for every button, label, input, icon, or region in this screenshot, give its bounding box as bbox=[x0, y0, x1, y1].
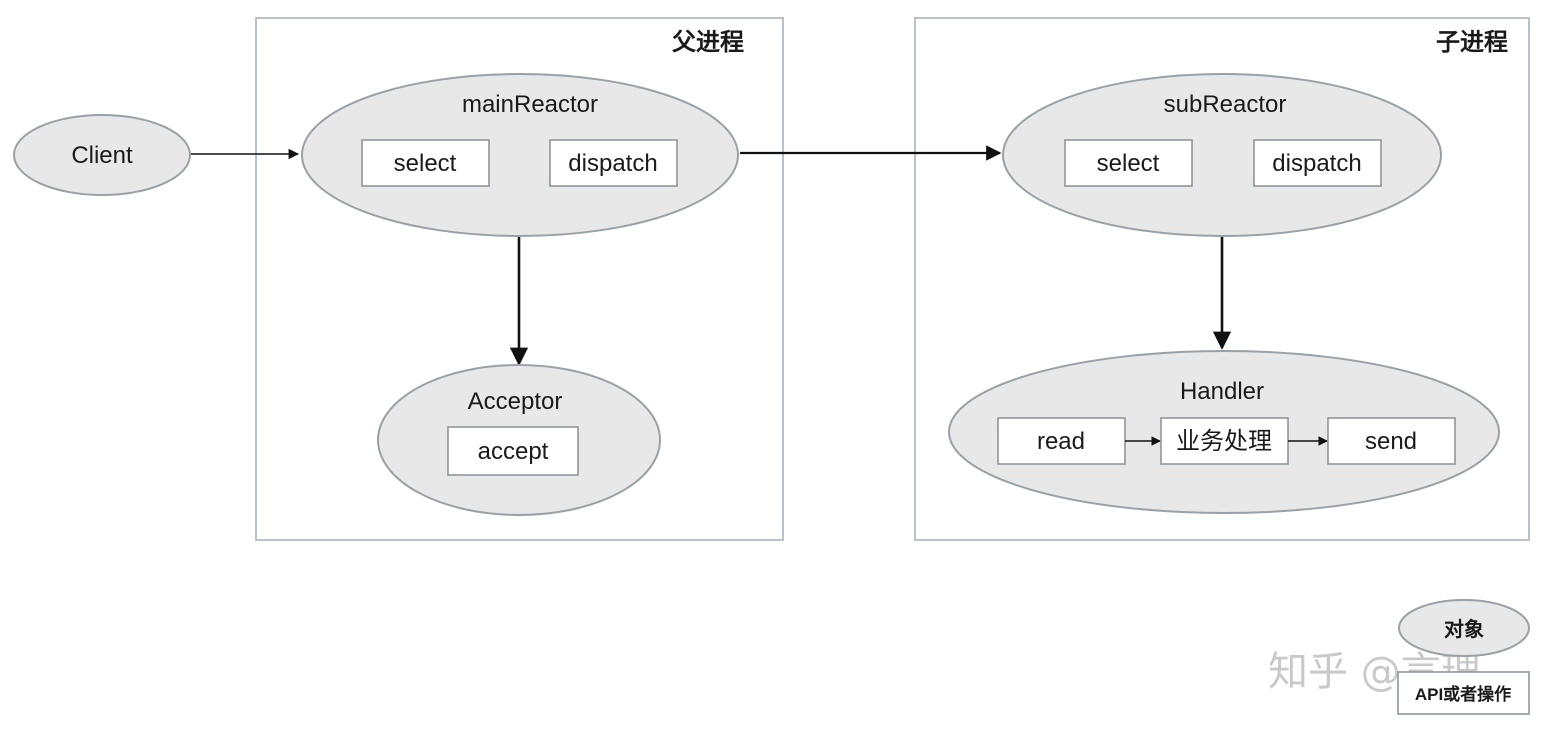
client-node: Client bbox=[13, 114, 191, 196]
main-reactor-select-label: select bbox=[394, 150, 457, 177]
sub-reactor-node: subReactor select dispatch bbox=[1002, 73, 1442, 237]
sub-reactor-oval bbox=[1002, 73, 1442, 237]
main-reactor-oval bbox=[301, 73, 739, 237]
legend: 对象 API或者操作 bbox=[1397, 599, 1530, 715]
handler-business-label: 业务处理 bbox=[1176, 428, 1272, 455]
handler-node: Handler read 业务处理 send bbox=[948, 350, 1500, 514]
acceptor-node: Acceptor accept bbox=[377, 364, 661, 516]
client-label: Client bbox=[71, 142, 133, 169]
client-oval bbox=[13, 114, 191, 196]
handler-send-label: send bbox=[1365, 428, 1417, 455]
sub-reactor-select-box bbox=[1064, 139, 1193, 187]
parent-process-title: 父进程 bbox=[672, 29, 744, 56]
main-reactor-select-box bbox=[361, 139, 490, 187]
handler-read-box bbox=[997, 417, 1126, 465]
handler-read-label: read bbox=[1037, 428, 1085, 455]
legend-operation-label: API或者操作 bbox=[1415, 684, 1511, 704]
sub-reactor-dispatch-box bbox=[1253, 139, 1382, 187]
main-reactor-node: mainReactor select dispatch bbox=[301, 73, 739, 237]
legend-object-label: 对象 bbox=[1444, 617, 1484, 641]
acceptor-label: Acceptor bbox=[468, 388, 563, 415]
main-reactor-dispatch-box bbox=[549, 139, 678, 187]
legend-operation-box bbox=[1397, 671, 1530, 715]
handler-label: Handler bbox=[1180, 378, 1264, 405]
main-reactor-dispatch-label: dispatch bbox=[568, 150, 657, 177]
sub-reactor-dispatch-label: dispatch bbox=[1272, 150, 1361, 177]
sub-reactor-label: subReactor bbox=[1164, 91, 1287, 118]
sub-reactor-select-label: select bbox=[1097, 150, 1160, 177]
child-process-title: 子进程 bbox=[1436, 29, 1508, 56]
legend-object-oval bbox=[1398, 599, 1530, 657]
handler-send-box bbox=[1327, 417, 1456, 465]
acceptor-accept-label: accept bbox=[478, 438, 549, 465]
acceptor-accept-box bbox=[447, 426, 579, 476]
main-reactor-label: mainReactor bbox=[462, 91, 598, 118]
